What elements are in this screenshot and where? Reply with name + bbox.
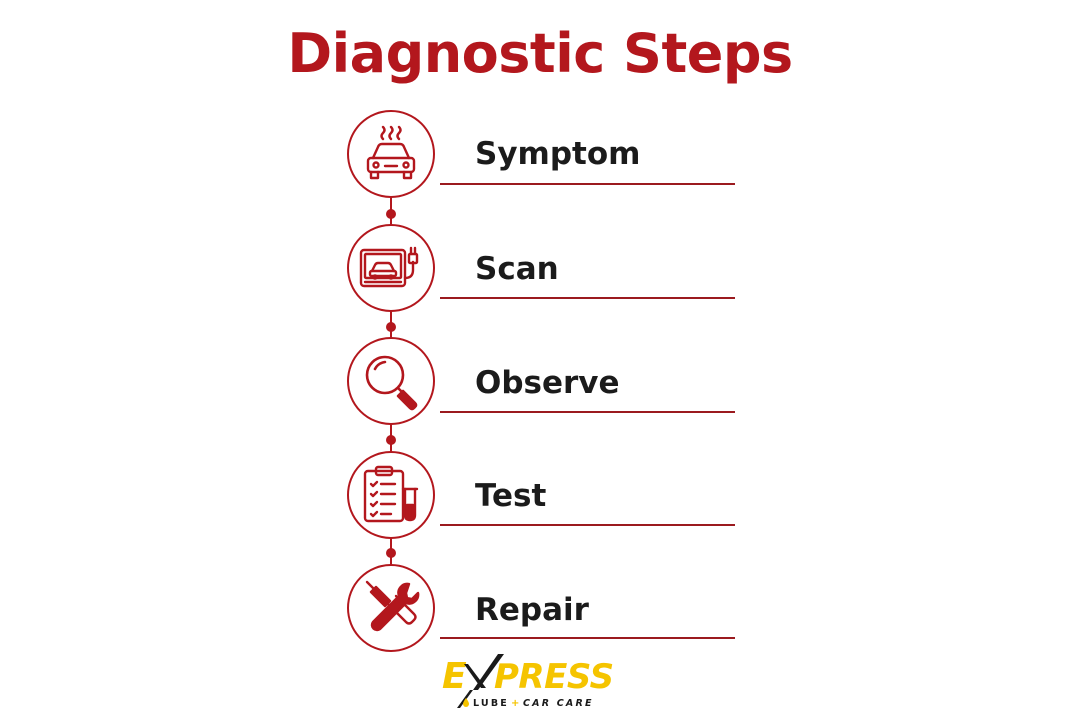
- step-underline: [440, 411, 735, 413]
- step-label-symptom: Symptom: [475, 136, 641, 172]
- page-title: Diagnostic Steps: [287, 22, 793, 85]
- car-heat-icon: [366, 125, 416, 180]
- magnifier-icon: [365, 355, 418, 411]
- brand-logo-mark: E PRESS LUBE + CAR CARE: [442, 654, 614, 709]
- step-underline: [440, 297, 735, 299]
- step-underline: [440, 524, 735, 526]
- svg-text:CAR CARE: CAR CARE: [523, 698, 594, 709]
- wrench-screwdriver-icon: [365, 580, 420, 632]
- step-label-repair: Repair: [475, 592, 589, 628]
- connector-dot: [386, 322, 396, 332]
- express-lube-logo: E PRESS LUBE + CAR CARE: [440, 650, 640, 714]
- step-symptom-circle: [347, 110, 435, 198]
- step-observe-circle: [347, 337, 435, 425]
- step-underline: [440, 637, 735, 639]
- connector-dot: [386, 435, 396, 445]
- connector-dot: [386, 209, 396, 219]
- clipboard-test-tube-icon: [363, 465, 419, 523]
- step-label-test: Test: [475, 478, 547, 514]
- connector-dot: [386, 548, 396, 558]
- svg-text:E: E: [442, 656, 467, 697]
- step-underline: [440, 183, 735, 185]
- svg-text:LUBE: LUBE: [473, 698, 509, 709]
- step-label-observe: Observe: [475, 365, 620, 401]
- step-scan-circle: [347, 224, 435, 312]
- step-repair-circle: [347, 564, 435, 652]
- scan-tool-icon: [359, 246, 419, 288]
- step-label-scan: Scan: [475, 251, 559, 287]
- svg-text:+: +: [511, 698, 519, 709]
- svg-text:PRESS: PRESS: [494, 657, 614, 697]
- step-test-circle: [347, 451, 435, 539]
